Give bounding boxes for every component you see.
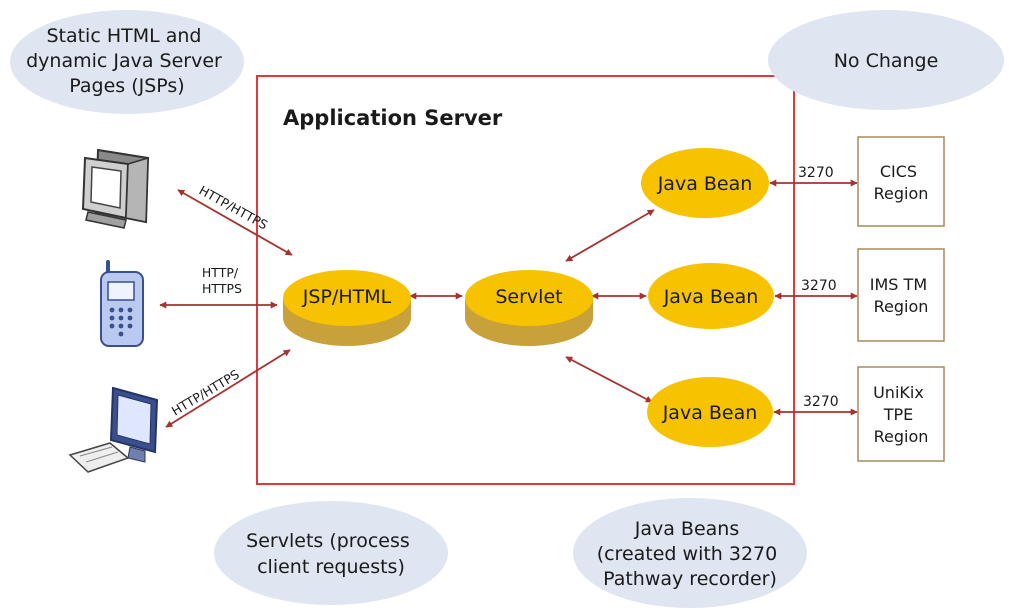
protocol-label-unikix: 3270	[803, 394, 839, 410]
region-label: Region	[874, 427, 929, 446]
servlet-node: Servlet	[465, 270, 593, 346]
region-label: Region	[874, 297, 929, 316]
mobile-phone-icon	[100, 260, 144, 347]
protocol-label-cics: 3270	[798, 165, 834, 181]
node-label: Java Bean	[663, 286, 759, 308]
java-bean-mid: Java Bean	[648, 263, 774, 329]
application-server-title: Application Server	[283, 106, 503, 130]
bubble-line: Static HTML and	[46, 25, 201, 47]
svg-text:Java Beans (created with: Java Beans (created with 3270 Pathway re…	[597, 518, 784, 590]
svg-text:No Change: No Change	[834, 50, 939, 72]
bubble-line: Pages (JSPs)	[69, 75, 184, 97]
edge-label-phone: HTTPS	[202, 281, 242, 296]
java-bean-bot: Java Bean	[647, 377, 773, 447]
region-label: IMS TM	[870, 275, 927, 294]
jsp-html-node: JSP/HTML	[283, 270, 411, 346]
desktop-computer-icon	[68, 386, 159, 473]
svg-text:UniKix TPE Region: UniKix TPE Region	[873, 383, 929, 446]
bubble-line: client requests)	[257, 556, 405, 578]
svg-text:IMS TM Region: IMS TM Region	[870, 275, 932, 316]
node-label: JSP/HTML	[302, 286, 392, 308]
java-bean-top: Java Bean	[641, 148, 769, 218]
bubble-line: Servlets (process	[246, 530, 410, 552]
svg-text:Servlets (process client: Servlets (process client requests)	[246, 530, 416, 578]
bubble-servlets: Servlets (process client requests)	[214, 501, 448, 605]
bubble-line: dynamic Java Server	[26, 50, 222, 72]
edge-label-phone: HTTP/	[202, 265, 239, 280]
node-label: Servlet	[495, 286, 562, 308]
arrow-servlet-bean-bot	[565, 356, 653, 403]
protocol-label-ims: 3270	[801, 278, 837, 294]
monitor-icon	[81, 148, 150, 229]
ims-tm-region-box: IMS TM Region	[857, 248, 945, 342]
cics-region-box: CICS Region	[857, 136, 945, 227]
edge-label-desktop: HTTP/HTTPS	[169, 366, 242, 418]
node-label: Java Bean	[662, 402, 758, 424]
bubble-java-beans: Java Beans (created with 3270 Pathway re…	[573, 498, 807, 608]
region-label: Region	[874, 184, 929, 203]
arrow-monitor-jsp	[177, 189, 293, 256]
region-label: TPE	[883, 405, 914, 424]
bubble-no-change: No Change	[768, 10, 1004, 110]
node-label: Java Bean	[657, 173, 753, 195]
bubble-static-html-jsp: Static HTML and dynamic Java Server Page…	[10, 10, 244, 114]
region-label: CICS	[880, 162, 917, 181]
bubble-line: (created with 3270	[597, 543, 778, 565]
bubble-line: Pathway recorder)	[603, 568, 777, 590]
bubble-line: No Change	[834, 50, 939, 72]
unikix-tpe-region-box: UniKix TPE Region	[857, 366, 945, 462]
svg-text:Static HTML and dynamic: Static HTML and dynamic Java Server Page…	[26, 25, 228, 97]
arrow-servlet-bean-top	[565, 209, 655, 262]
bubble-line: Java Beans	[634, 518, 739, 540]
region-label: UniKix	[873, 383, 924, 402]
arrow-desktop-jsp	[165, 349, 291, 428]
svg-text:CICS Region: CICS Region	[874, 162, 929, 203]
application-server-box	[256, 75, 795, 485]
svg-text:HTTP/ HTTPS: HTTP/ HTTPS	[202, 265, 242, 296]
